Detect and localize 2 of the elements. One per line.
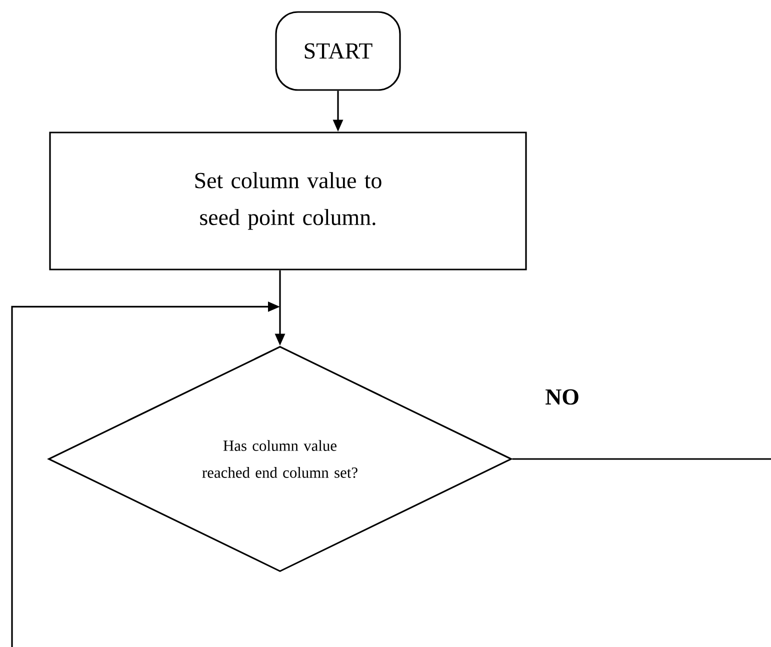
edge-label: NO <box>546 389 578 405</box>
process-box: Set column value to seed point column. <box>49 132 527 270</box>
